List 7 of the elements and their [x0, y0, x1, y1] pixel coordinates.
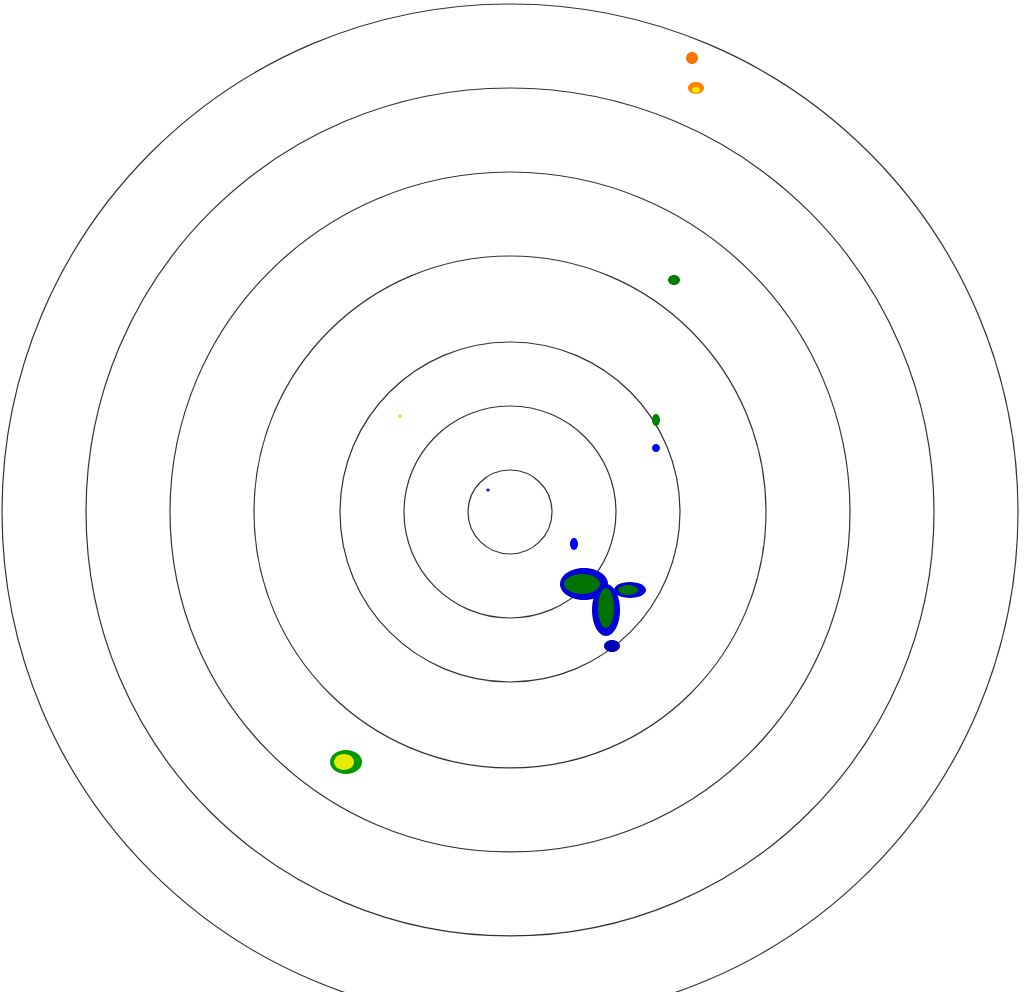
range-ring: [169, 171, 851, 853]
range-ring: [1, 3, 1019, 992]
range-ring: [403, 405, 617, 619]
range-ring: [339, 341, 681, 683]
range-ring: [253, 255, 767, 769]
range-ring: [85, 87, 935, 937]
range-ring: [467, 469, 553, 555]
